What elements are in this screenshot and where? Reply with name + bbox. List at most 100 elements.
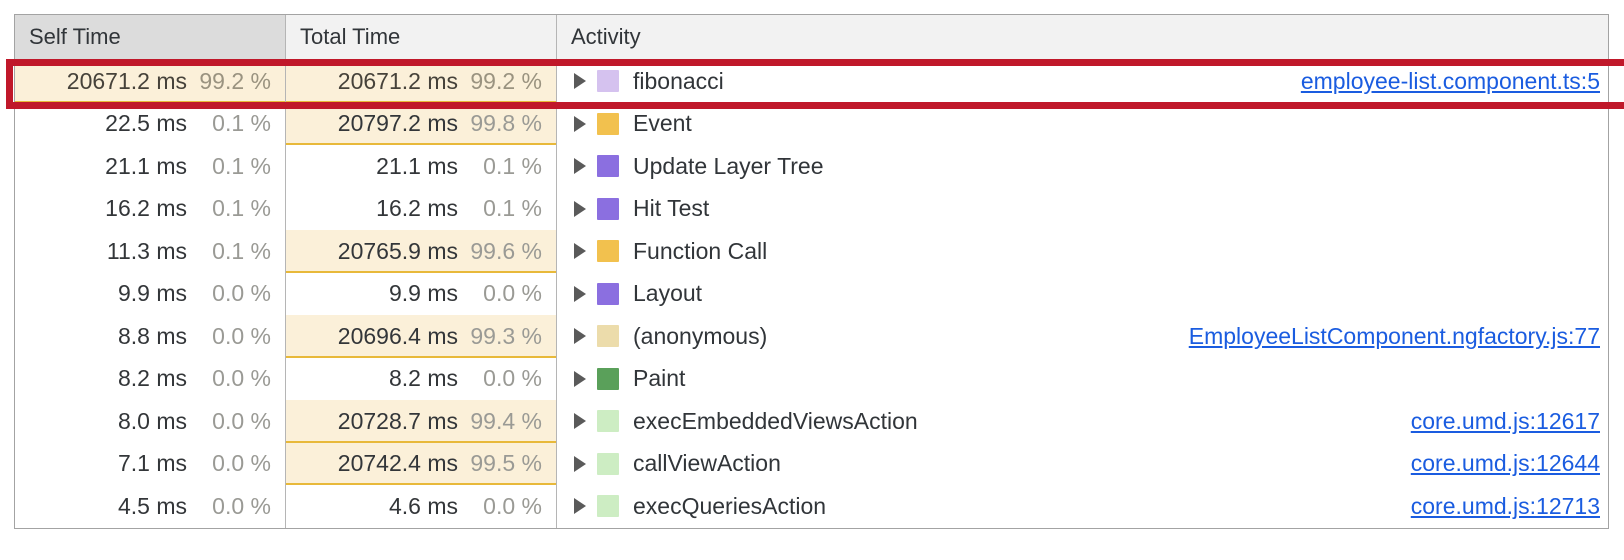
total-time-bar — [286, 442, 556, 485]
total-time-value: 9.9 ms — [388, 280, 458, 307]
column-header-self-time-label: Self Time — [29, 24, 121, 49]
total-time-percent: 99.3 % — [470, 322, 542, 349]
total-time-value: 4.6 ms — [388, 492, 458, 519]
total-time-percent: 99.4 % — [470, 407, 542, 434]
self-time-value: 8.0 ms — [117, 407, 187, 434]
table-row[interactable]: 16.2 ms 0.1 % 16.2 ms 0.1 % Hit Test — [15, 187, 1608, 230]
expand-triangle-icon[interactable] — [567, 498, 593, 515]
total-time-value: 20671.2 ms — [337, 67, 458, 94]
cell-activity: Layout — [557, 273, 1608, 316]
expand-triangle-icon[interactable] — [567, 243, 593, 260]
activity-name: Layout — [633, 280, 703, 307]
total-time-percent: 0.0 % — [483, 492, 542, 519]
cell-activity: (anonymous) EmployeeListComponent.ngfacto… — [557, 315, 1608, 358]
source-location-link[interactable]: core.umd.js:12644 — [1410, 450, 1600, 477]
self-time-percent: 0.1 % — [212, 237, 271, 264]
self-time-percent: 0.0 % — [212, 450, 271, 477]
total-time-percent: 99.8 % — [470, 110, 542, 137]
cell-total-time: 16.2 ms 0.1 % — [286, 187, 557, 230]
total-time-percent: 0.1 % — [483, 152, 542, 179]
expand-triangle-icon[interactable] — [567, 370, 593, 387]
expand-triangle-icon[interactable] — [567, 455, 593, 472]
total-time-value: 16.2 ms — [376, 195, 458, 222]
self-time-percent: 0.0 % — [212, 492, 271, 519]
source-location-link[interactable]: core.umd.js:12713 — [1410, 492, 1600, 519]
source-location-link[interactable]: employee-list.component.ts:5 — [1300, 67, 1600, 94]
category-color-swatch-scripting-tan — [597, 325, 619, 348]
self-time-percent: 0.0 % — [212, 280, 271, 307]
cell-self-time: 20671.2 ms 99.2 % — [15, 60, 286, 103]
cell-self-time: 8.0 ms 0.0 % — [15, 400, 286, 443]
bottom-up-table: Self Time Total Time Activity 20671.2 ms… — [14, 14, 1609, 529]
expand-triangle-icon[interactable] — [567, 115, 593, 132]
category-color-swatch-rendering-purple — [597, 282, 619, 305]
cell-activity: Paint — [557, 358, 1608, 401]
self-time-percent: 0.1 % — [212, 195, 271, 222]
category-color-swatch-painting-green — [597, 367, 619, 390]
total-time-value: 20765.9 ms — [337, 237, 458, 264]
self-time-value: 8.8 ms — [117, 322, 187, 349]
column-header-self-time[interactable]: Self Time — [15, 15, 286, 59]
column-header-activity[interactable]: Activity — [557, 15, 1608, 59]
expand-triangle-icon[interactable] — [567, 328, 593, 345]
total-time-percent: 0.1 % — [483, 195, 542, 222]
total-time-percent: 99.2 % — [470, 67, 542, 94]
cell-total-time: 20728.7 ms 99.4 % — [286, 400, 557, 443]
expand-triangle-icon[interactable] — [567, 158, 593, 175]
total-time-percent: 99.5 % — [470, 450, 542, 477]
activity-name: Paint — [633, 365, 686, 392]
activity-name: execQueriesAction — [633, 492, 827, 519]
cell-total-time: 20765.9 ms 99.6 % — [286, 230, 557, 273]
self-time-bar — [15, 60, 285, 103]
activity-name: Update Layer Tree — [633, 152, 824, 179]
total-time-value: 20728.7 ms — [337, 407, 458, 434]
source-location-link[interactable]: EmployeeListComponent.ngfactory.js:77 — [1188, 322, 1600, 349]
self-time-percent: 0.0 % — [212, 407, 271, 434]
activity-name: (anonymous) — [633, 322, 768, 349]
self-time-value: 11.3 ms — [106, 237, 187, 264]
expand-triangle-icon[interactable] — [567, 285, 593, 302]
self-time-percent: 0.0 % — [212, 322, 271, 349]
column-header-total-time-label: Total Time — [300, 24, 401, 49]
total-time-bar — [286, 230, 556, 273]
self-time-value: 4.5 ms — [117, 492, 187, 519]
self-time-value: 20671.2 ms — [66, 67, 187, 94]
self-time-percent: 0.0 % — [212, 365, 271, 392]
self-time-value: 16.2 ms — [105, 195, 187, 222]
category-color-swatch-scripting-light-purple — [597, 70, 619, 93]
column-header-total-time[interactable]: Total Time — [286, 15, 557, 59]
self-time-percent: 99.2 % — [199, 67, 271, 94]
self-time-percent: 0.1 % — [212, 152, 271, 179]
total-time-bar — [286, 315, 556, 358]
table-row[interactable]: 4.5 ms 0.0 % 4.6 ms 0.0 % execQueriesAction c… — [15, 485, 1608, 528]
expand-triangle-icon[interactable] — [567, 200, 593, 217]
total-time-bar — [286, 60, 556, 103]
source-location-link[interactable]: core.umd.js:12617 — [1410, 407, 1600, 434]
column-header-activity-label: Activity — [571, 24, 641, 49]
total-time-percent: 99.6 % — [470, 237, 542, 264]
expand-triangle-icon[interactable] — [567, 73, 593, 90]
cell-self-time: 16.2 ms 0.1 % — [15, 187, 286, 230]
cell-total-time: 4.6 ms 0.0 % — [286, 485, 557, 528]
cell-activity: Event — [557, 103, 1608, 146]
self-time-value: 8.2 ms — [117, 365, 187, 392]
expand-triangle-icon[interactable] — [567, 413, 593, 430]
activity-name: Hit Test — [633, 195, 710, 222]
